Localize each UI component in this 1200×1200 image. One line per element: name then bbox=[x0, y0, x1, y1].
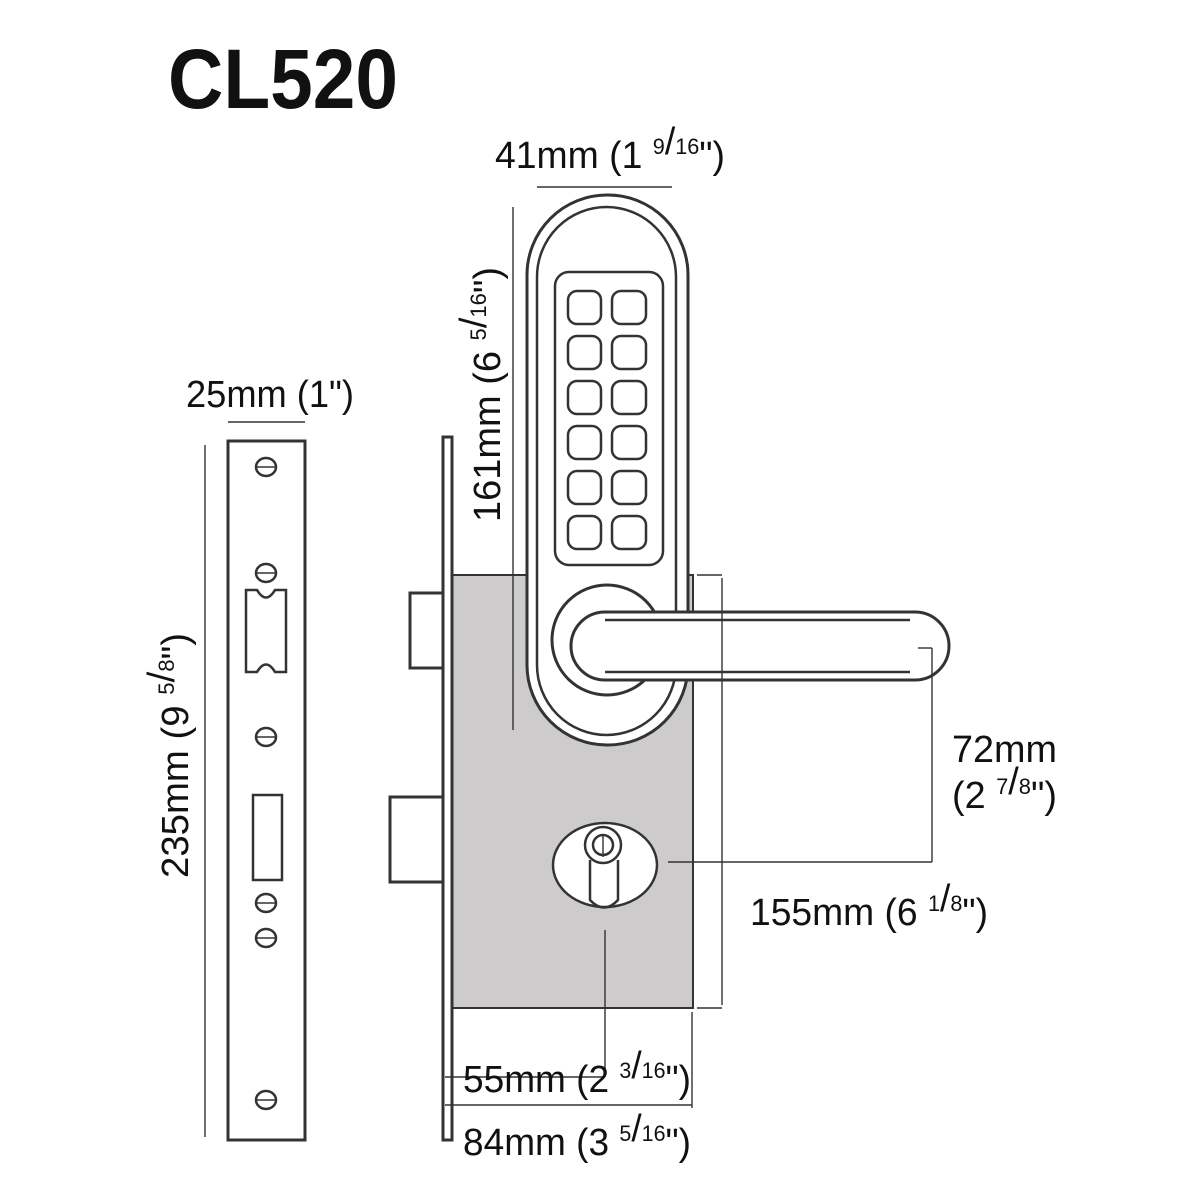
svg-text:72mm: 72mm bbox=[952, 729, 1057, 771]
cylinder-slot bbox=[588, 860, 620, 909]
deadbolt-cutout bbox=[251, 793, 284, 882]
strike-height-dimension: 235mm (9 5/8") bbox=[141, 445, 206, 1137]
keypad-handle bbox=[525, 193, 951, 747]
svg-text:235mm (9 5/8"): 235mm (9 5/8") bbox=[141, 633, 197, 878]
svg-text:25mm (1"): 25mm (1") bbox=[186, 374, 354, 416]
case-height-dimension: 155mm (6 1/8") bbox=[697, 574, 988, 1009]
keypad-button bbox=[610, 289, 648, 326]
strike-width-dimension: 25mm (1") bbox=[186, 374, 354, 423]
handle-width-dimension: 41mm (1 9/16") bbox=[495, 121, 725, 188]
svg-text:155mm (6 1/8"): 155mm (6 1/8") bbox=[750, 878, 988, 934]
svg-text:41mm (1 9/16"): 41mm (1 9/16") bbox=[495, 121, 725, 177]
forend-plate bbox=[441, 435, 454, 1142]
lever-cylinder-dimension: 72mm (2 7/8") bbox=[668, 647, 1057, 863]
latch-bolt bbox=[408, 591, 447, 670]
backset-dimension: 55mm (2 3/16") bbox=[445, 930, 691, 1101]
lever-handle bbox=[569, 610, 951, 682]
keypad-buttons bbox=[566, 289, 648, 551]
keypad-panel bbox=[553, 270, 665, 567]
cylinder-plug bbox=[583, 825, 623, 865]
strike-screws bbox=[254, 456, 278, 1111]
svg-text:55mm (2 3/16"): 55mm (2 3/16") bbox=[463, 1045, 691, 1101]
deadbolt bbox=[388, 795, 447, 884]
svg-text:84mm (3 5/16"): 84mm (3 5/16") bbox=[463, 1108, 691, 1164]
latch-cutout bbox=[244, 588, 288, 674]
keypad-button bbox=[566, 289, 603, 326]
svg-text:161mm (6 5/16"): 161mm (6 5/16") bbox=[453, 267, 509, 522]
product-title: CL520 bbox=[168, 32, 398, 126]
strike-plate bbox=[226, 439, 307, 1142]
case-depth-dimension: 84mm (3 5/16") bbox=[445, 1012, 693, 1164]
svg-text:(2 7/8"): (2 7/8") bbox=[952, 761, 1057, 817]
handle-height-dimension: 161mm (6 5/16") bbox=[453, 207, 514, 730]
